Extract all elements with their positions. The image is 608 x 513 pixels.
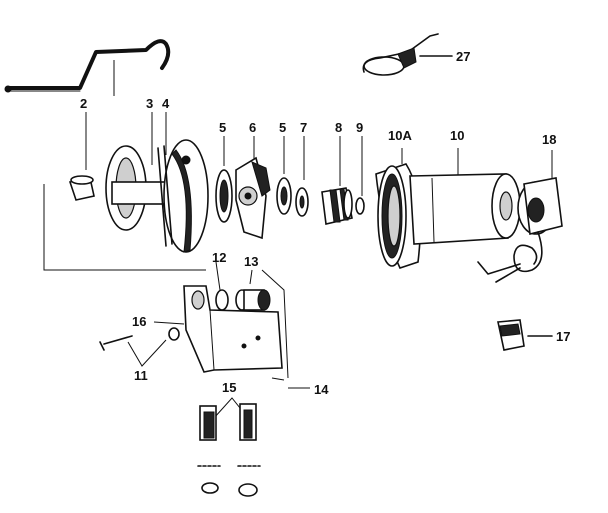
callout-10A: 10A bbox=[388, 128, 412, 143]
pinion-gear-part-8 bbox=[321, 136, 353, 225]
callout-5b: 5 bbox=[279, 120, 286, 135]
callout-16: 16 bbox=[132, 314, 146, 329]
callout-9: 9 bbox=[356, 120, 363, 135]
callout-14: 14 bbox=[314, 382, 329, 397]
callout-8: 8 bbox=[335, 120, 342, 135]
callout-10: 10 bbox=[450, 128, 464, 143]
clip-part-17 bbox=[497, 319, 553, 351]
washer-part-5b bbox=[276, 136, 292, 215]
callout-12: 12 bbox=[212, 250, 226, 265]
callout-5a: 5 bbox=[219, 120, 226, 135]
callout-17: 17 bbox=[556, 329, 570, 344]
callout-7: 7 bbox=[300, 120, 307, 135]
callout-18: 18 bbox=[542, 132, 556, 147]
washer-part-9 bbox=[355, 136, 365, 215]
assembly-outline bbox=[43, 184, 289, 379]
washer-part-5a bbox=[215, 136, 233, 223]
callout-13: 13 bbox=[244, 254, 258, 269]
ring-gear-housing-part-10A bbox=[375, 148, 422, 269]
crank-handle bbox=[4, 39, 171, 96]
mounting-bracket-part-14 bbox=[183, 285, 285, 381]
spacer-part-12 bbox=[215, 261, 229, 311]
hardware-part-11 bbox=[127, 339, 167, 367]
callout-11: 11 bbox=[134, 368, 148, 383]
callout-4: 4 bbox=[162, 96, 170, 111]
callout-3: 3 bbox=[146, 96, 153, 111]
bearing-part-13 bbox=[235, 269, 271, 311]
callout-15: 15 bbox=[222, 380, 236, 395]
washer-part-7 bbox=[295, 136, 309, 217]
bushing-part-2 bbox=[68, 112, 95, 201]
motor-part-10 bbox=[409, 148, 521, 245]
callout-6: 6 bbox=[249, 120, 256, 135]
cable-hook-part-27 bbox=[362, 33, 453, 76]
drum-parts-3-4 bbox=[105, 112, 209, 253]
gear-plate-part-6 bbox=[235, 136, 271, 240]
callout-27: 27 bbox=[456, 49, 470, 64]
bolts-part-15 bbox=[197, 397, 261, 497]
bolt-part-16 bbox=[99, 321, 185, 351]
switch-assembly-part-18 bbox=[477, 150, 563, 283]
callout-2: 2 bbox=[80, 96, 87, 111]
